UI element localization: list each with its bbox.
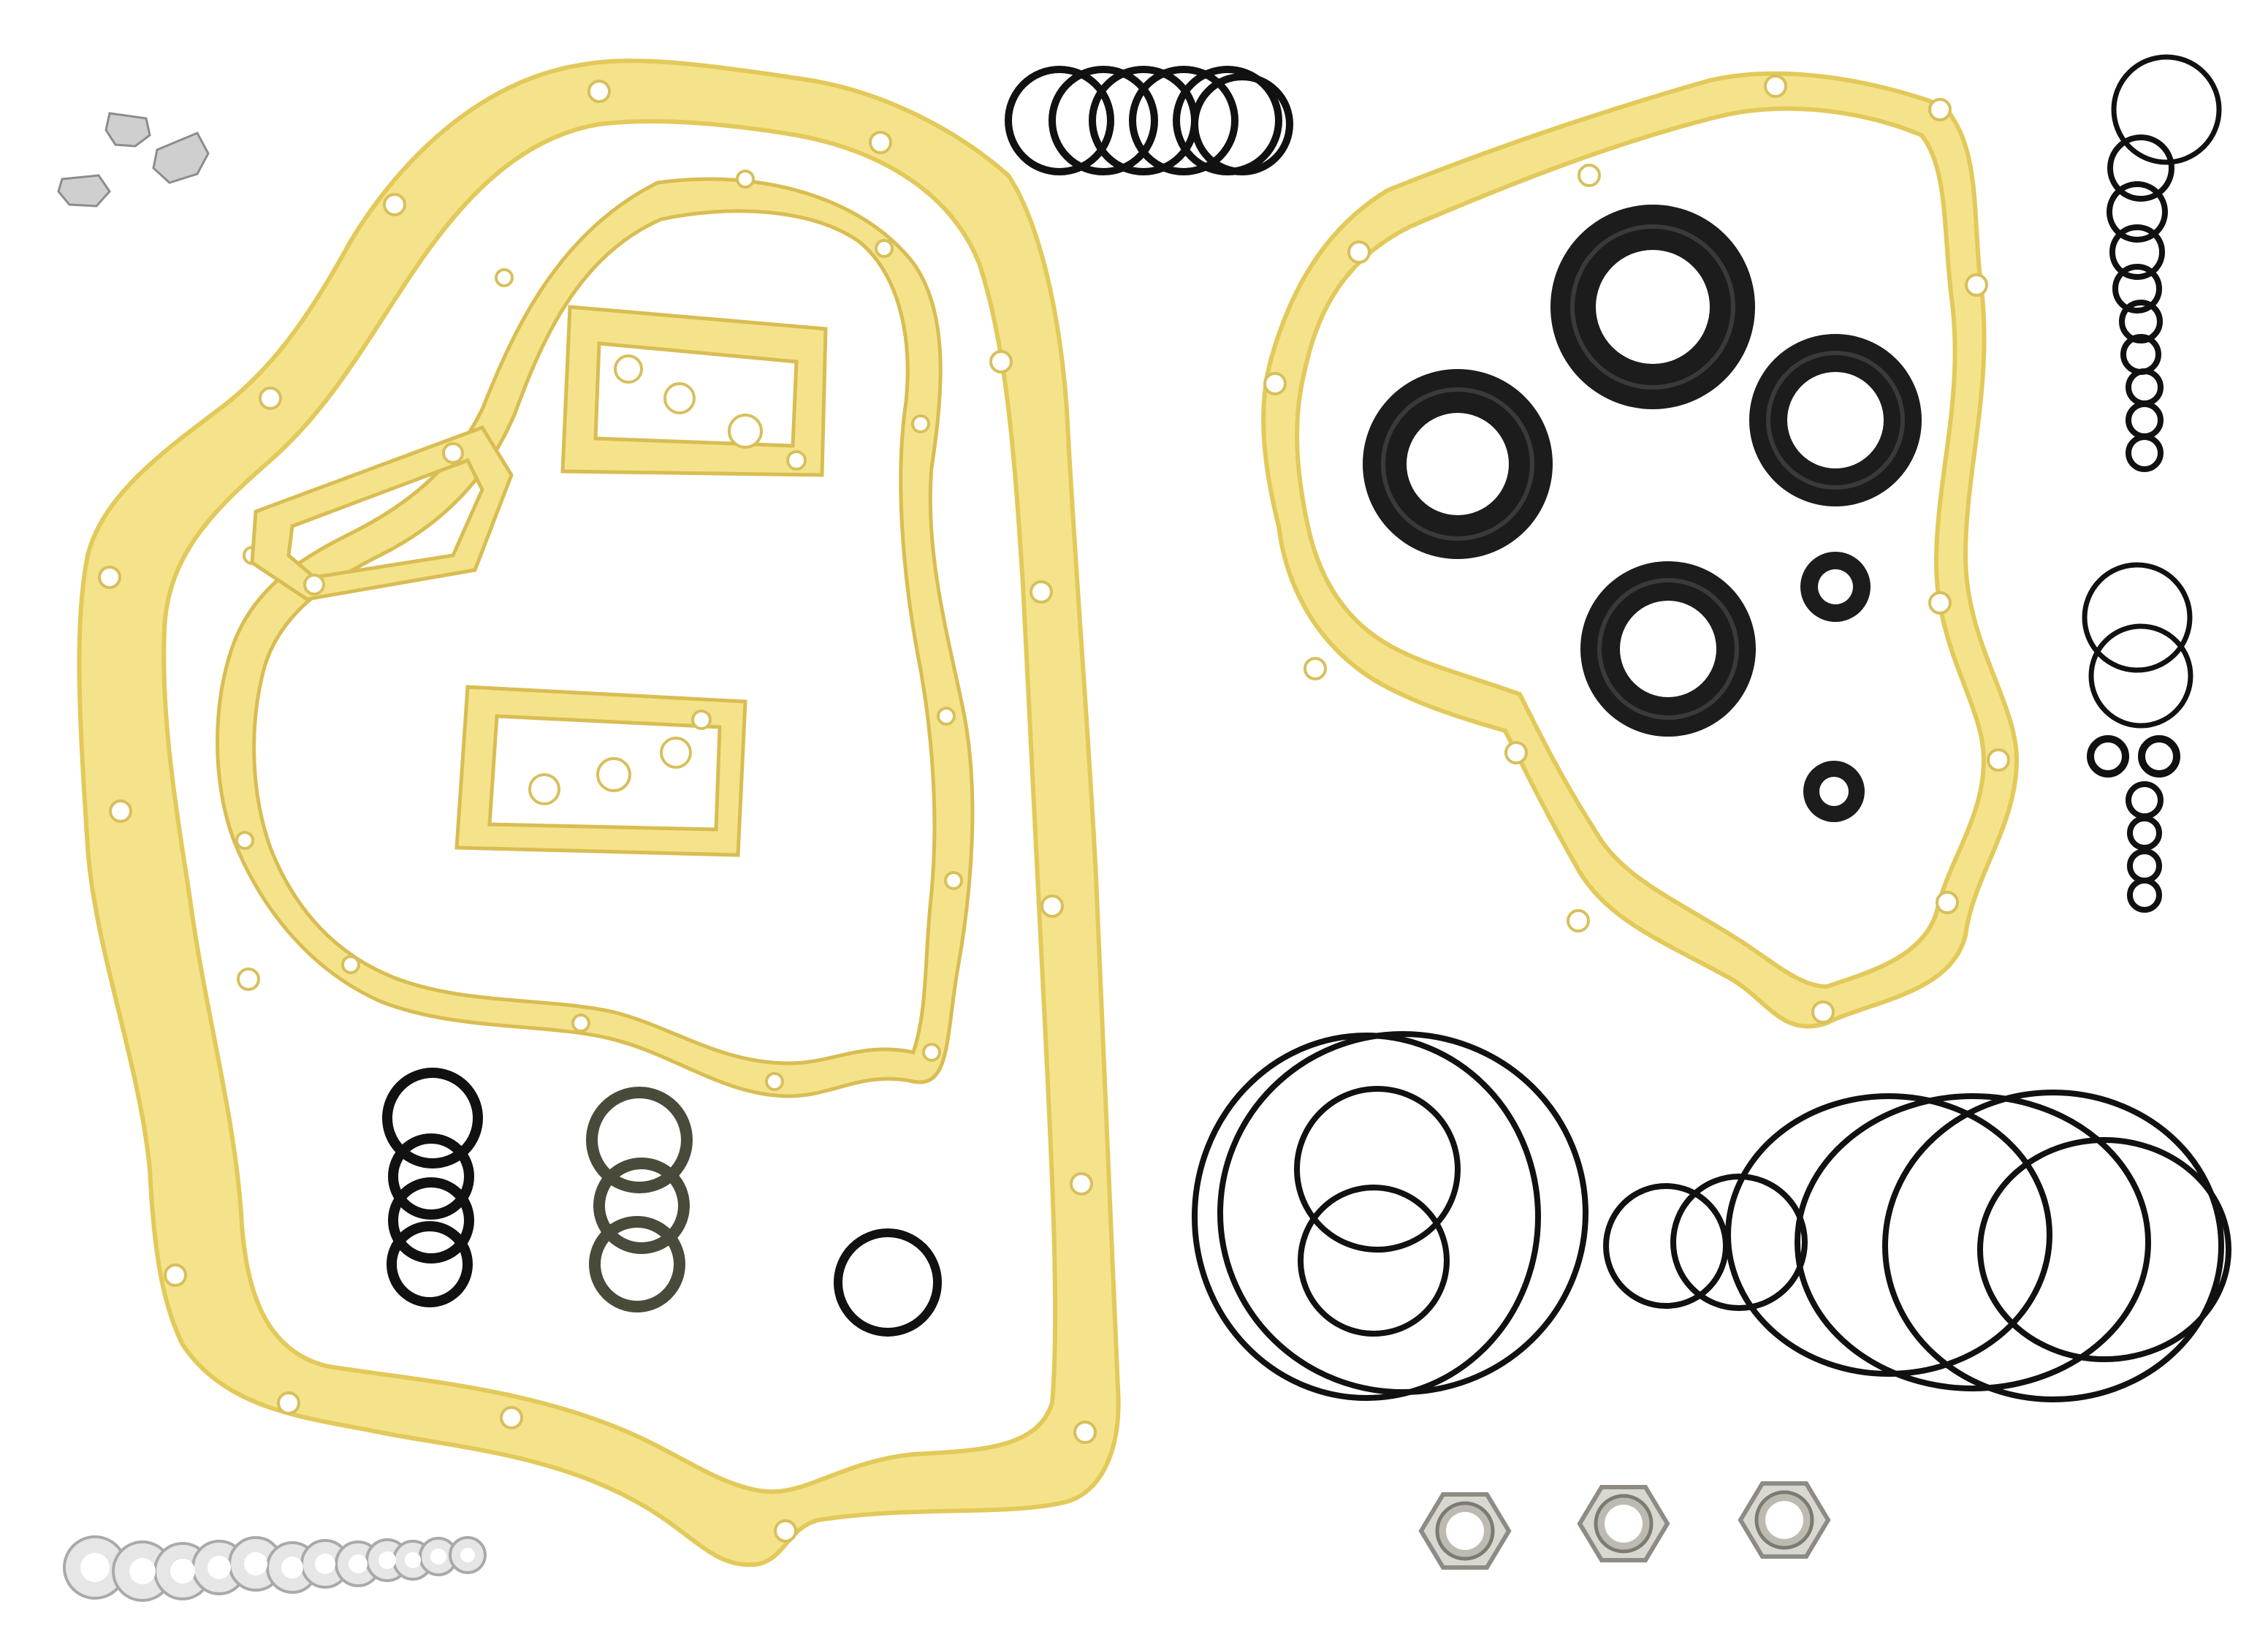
large-o-rings-left: [1192, 1031, 1588, 1401]
valve-body-gasket-lower: [454, 685, 747, 857]
oil-seal-medium-1: [1749, 334, 1922, 506]
oil-seal-medium-2: [1580, 561, 1756, 737]
lock-clips: [57, 112, 210, 208]
o-ring-stack-brown: [586, 1087, 693, 1312]
hex-nut-3: [1738, 1481, 1831, 1559]
oil-seal-small-2: [1803, 761, 1865, 822]
side-cover-gasket: [1261, 71, 2020, 1029]
o-ring-stack-black: [382, 1068, 483, 1307]
oil-seal-small-1: [1800, 552, 1871, 622]
o-ring-column-right: [2082, 54, 2222, 913]
case-gasket-bolt-holes: [98, 80, 1097, 1543]
valve-body-gasket-upper: [560, 305, 828, 477]
hex-nut-1: [1418, 1492, 1512, 1570]
oil-seal-large-1: [1550, 205, 1755, 409]
oil-seal-large-2: [1363, 369, 1553, 559]
large-o-rings-right: [1603, 1090, 2231, 1402]
hex-nut-2: [1577, 1485, 1670, 1562]
washers: [63, 1535, 487, 1602]
valve-body-gasket-side: [250, 425, 514, 601]
single-o-ring: [834, 1228, 942, 1337]
oil-seals: [1363, 205, 1922, 822]
large-case-gasket: [77, 58, 1121, 1568]
o-rings-top: [1005, 66, 1293, 175]
side-gasket-bolt-holes: [1263, 75, 2010, 1024]
hex-nuts: [1418, 1481, 1831, 1570]
